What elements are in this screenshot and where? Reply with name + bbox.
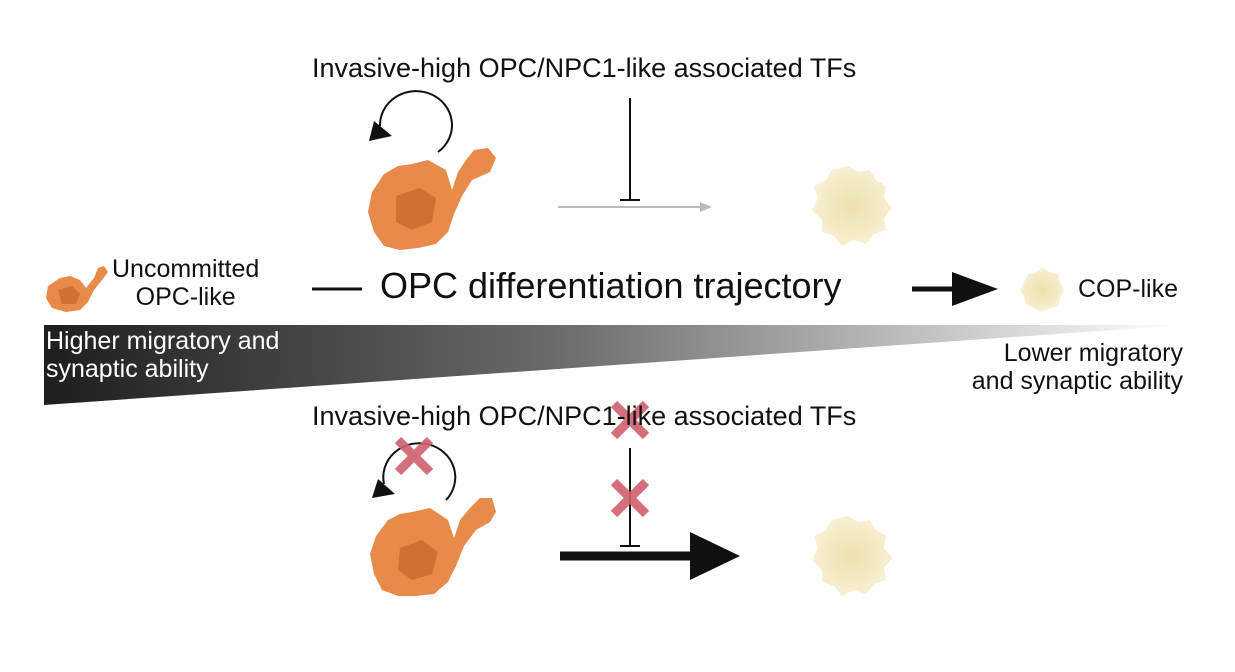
uncommitted-opc-cell — [46, 266, 108, 312]
self-renewal-blocked-x-icon — [394, 436, 434, 476]
uncommitted-opc-label-line2: OPC-like — [135, 282, 236, 311]
tf-blocked-x-icon — [610, 400, 650, 440]
small-cop-cell — [1020, 268, 1064, 312]
top-self-renewal-arrow — [369, 90, 453, 153]
higher-ability-label: Higher migratory and synaptic ability — [46, 327, 280, 383]
higher-ability-line2: synaptic ability — [46, 354, 209, 383]
inhibition-blocked-x-icon — [610, 478, 650, 518]
top-opc-cell — [368, 148, 496, 250]
uncommitted-opc-label-line1: Uncommitted — [112, 255, 260, 283]
lower-ability-line2: and synaptic ability — [971, 366, 1183, 395]
uncommitted-opc-label: Uncommitted OPC-like — [112, 255, 260, 311]
top-faint-differentiation-arrow — [558, 202, 712, 212]
cop-like-label: COP-like — [1078, 275, 1179, 303]
bottom-strong-differentiation-arrow — [560, 532, 740, 580]
lower-ability-line1: Lower migratory — [1003, 339, 1183, 367]
top-cop-cell — [812, 166, 892, 246]
bottom-tf-label: Invasive-high OPC/NPC1-like associated T… — [312, 401, 857, 431]
bottom-cop-cell — [812, 516, 892, 596]
higher-ability-line1: Higher migratory and — [46, 327, 280, 355]
trajectory-label: OPC differentiation trajectory — [380, 265, 842, 306]
lower-ability-label: Lower migratory and synaptic ability — [971, 339, 1183, 395]
trajectory-arrow — [912, 272, 998, 306]
top-tf-label: Invasive-high OPC/NPC1-like associated T… — [312, 53, 857, 83]
bottom-opc-cell — [370, 498, 496, 596]
ability-gradient-wedge — [44, 325, 1185, 405]
